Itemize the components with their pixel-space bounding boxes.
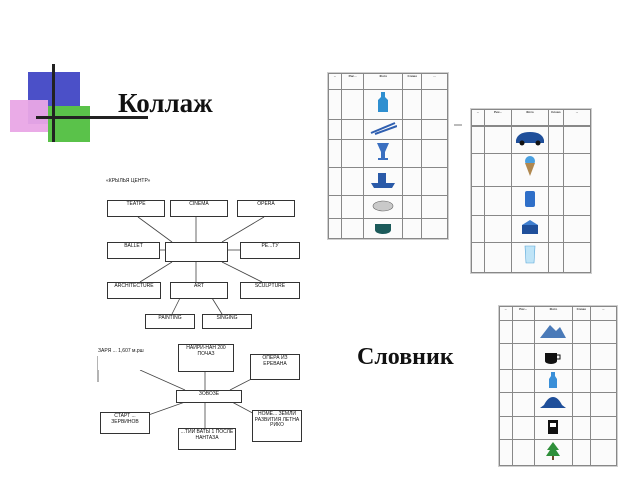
- decor-green-square: [48, 106, 90, 142]
- cauldron-picture: [375, 223, 392, 234]
- diagram1-box-bottom-3: SCULPTURE: [240, 282, 300, 299]
- bread-picture: [373, 200, 394, 212]
- jar-picture: [524, 190, 535, 207]
- glass-picture: [377, 143, 390, 161]
- diagram2-top-right: ОПЕРА ИЗ ЕРЕВАНА: [250, 354, 300, 380]
- diagram1-header: «КРЫЛЬЯ ЦЕНТР»: [106, 178, 151, 184]
- cake-picture: [521, 220, 538, 235]
- diagram1-box-bottom-2: ART: [170, 282, 228, 299]
- diagram1-box-lowest-1: PAINTING: [145, 314, 195, 329]
- diagram1-box-top-3: OPERA: [237, 200, 295, 217]
- diagram1-box-top-2: CINEMA: [170, 200, 228, 217]
- diagram1-box-center: [165, 242, 228, 262]
- ice-cream-picture: [524, 156, 535, 177]
- diagram2-bottom-left: СТАРТ ... ЗЕРВИНОВ: [100, 412, 150, 434]
- diagram2-bottom-center: ...ТИИ ВАТЫ 1 ПОСЛЕ НАНТАЗА: [178, 428, 236, 450]
- card-picture: [548, 419, 559, 434]
- iceberg-picture: [540, 325, 567, 338]
- slide-title-glossary: Словник: [357, 344, 454, 370]
- diagram2-bottom-right: НОМЕ... ЗЕМЛИ РАЗВИТИЯ ЛЕТНА РИКО: [252, 410, 302, 442]
- diagram1-box-mid-right: РЕ...ТУ: [240, 242, 300, 259]
- diagram1-box-mid-left: BALLET: [107, 242, 160, 259]
- diagram1-box-lowest-2: SINGING: [202, 314, 252, 329]
- diagram1-box-top-1: ТЕАТРЕ: [107, 200, 165, 217]
- decor-horizontal-line: [36, 116, 148, 119]
- cup-picture: [545, 353, 561, 365]
- bottle-small-picture: [549, 372, 558, 389]
- water-glass-picture: [524, 246, 536, 264]
- bottle-picture: [378, 92, 389, 112]
- tree-picture: [546, 442, 561, 461]
- diagram1-box-bottom-1: ARCHITECTURE: [107, 282, 161, 299]
- separator-dash: [454, 124, 462, 126]
- diagram2-top-left: ЗАРЯ ... 1,607 м.рш: [98, 348, 150, 370]
- slide-title-collage: Коллаж: [118, 88, 213, 118]
- hat-picture: [540, 397, 567, 409]
- diagram2-center: ЗОВОЗЕ: [176, 390, 242, 403]
- diagram2-top-center: НАЙРИ-НАН 200 ПОЧАЗ: [178, 344, 234, 372]
- car-picture: [515, 132, 544, 146]
- ship-picture: [371, 173, 396, 189]
- decor-vertical-line: [52, 64, 55, 142]
- skis-picture: [370, 122, 398, 135]
